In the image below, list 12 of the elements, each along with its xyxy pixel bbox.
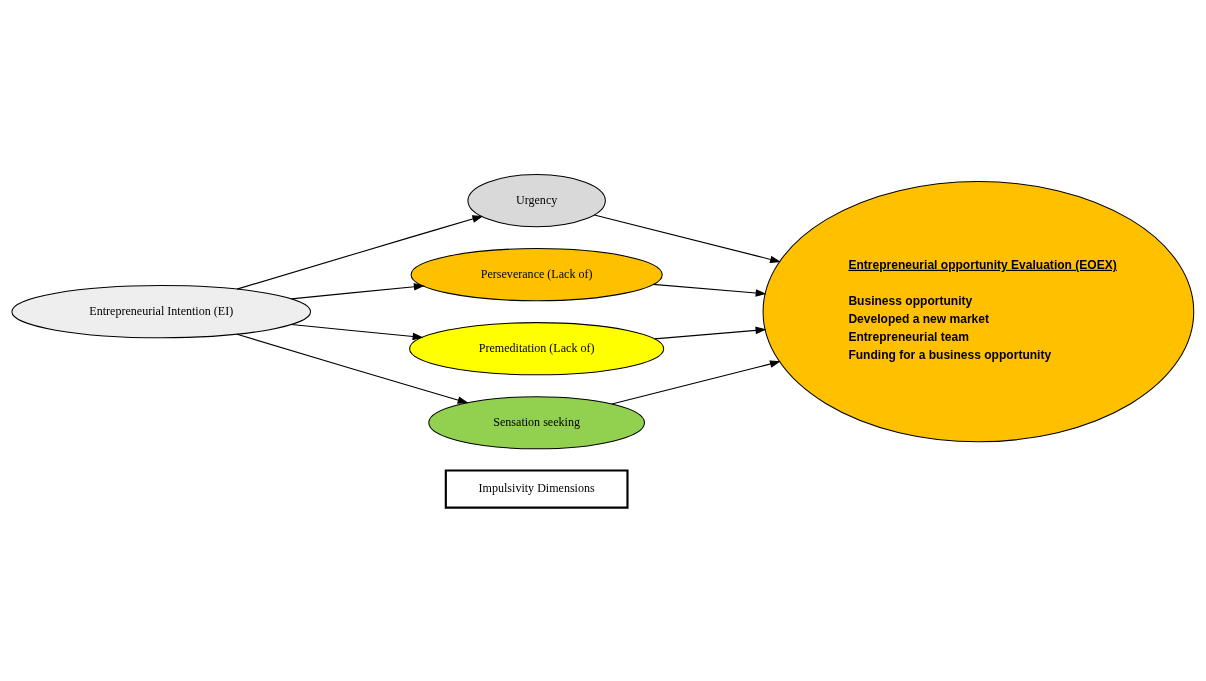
- node-box: Impulsivity Dimensions: [444, 468, 629, 509]
- arrow: [236, 333, 469, 404]
- arrow: [290, 282, 425, 299]
- arrow: [236, 214, 484, 290]
- arrow: [654, 326, 767, 339]
- arrow: [611, 359, 781, 405]
- arrow: [290, 323, 424, 340]
- node-ellipse: Entrepreneurial Intention (EI): [11, 284, 312, 338]
- arrow: [652, 283, 767, 297]
- node-ellipse: Entrepreneurial opportunity Evaluation (EOEX) Business opportunity Developed a new market Entrepreneurial team Funding for a business opportunity: [762, 180, 1195, 442]
- arrow: [593, 213, 781, 263]
- node-ellipse: Urgency: [467, 173, 606, 227]
